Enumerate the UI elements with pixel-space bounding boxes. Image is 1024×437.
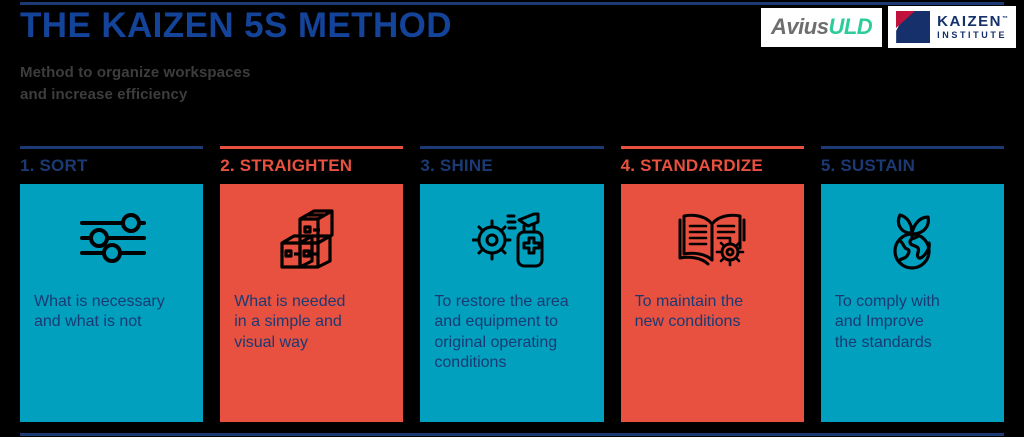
column-standardize: 4. STANDARDIZE: [620, 146, 804, 422]
card-sort: What is necessary and what is not: [20, 184, 204, 422]
subtitle-line-2: and increase efficiency: [20, 85, 188, 103]
card-text-line: conditions: [434, 354, 507, 372]
column-rule: [20, 146, 204, 149]
card-text-straighten: What is needed in a simple and visual wa…: [220, 292, 403, 353]
aviusuld-logo: AviusULD: [761, 7, 883, 47]
aviusuld-wordmark: AviusULD: [771, 13, 873, 39]
page-subtitle: Method to organize workspaces and increa…: [20, 62, 250, 106]
card-text-line: To maintain the: [634, 293, 744, 310]
aviusuld-avius-text: Avius: [771, 13, 829, 39]
card-straighten: What is needed in a simple and visual wa…: [220, 184, 404, 422]
kaizen-institute-text: INSTITUTE: [937, 30, 1008, 40]
card-text-line: new conditions: [634, 313, 741, 331]
card-text-line: and equipment to: [434, 313, 559, 331]
column-label-standardize: 4. STANDARDIZE: [620, 156, 763, 175]
card-text-line: visual way: [234, 333, 309, 351]
column-label-sustain: 5. SUSTAIN: [820, 156, 916, 175]
card-text-sustain: To comply with and Improve the standards: [821, 292, 1004, 353]
column-rule: [420, 146, 604, 149]
column-label-shine: 3. SHINE: [420, 156, 493, 175]
card-text-line: in a simple and: [234, 313, 342, 331]
card-sustain: To comply with and Improve the standards: [820, 184, 1005, 422]
card-text-line: original operating: [434, 333, 558, 351]
kaizen-institute-logo: KAIZEN™ INSTITUTE: [888, 6, 1016, 48]
column-rule: [820, 146, 1005, 149]
column-label-straighten: 2. STRAIGHTEN: [220, 156, 353, 175]
card-text-line: What is needed: [234, 293, 346, 310]
sliders-icon: [20, 184, 203, 292]
kaizen-name-text: KAIZEN™: [937, 13, 1008, 30]
card-text-line: To comply with: [834, 293, 940, 310]
bottom-divider-rule: [20, 433, 1004, 436]
card-text-line: and Improve: [834, 313, 924, 331]
card-text-sort: What is necessary and what is not: [20, 292, 203, 333]
book-gear-icon: [621, 184, 804, 292]
card-standardize: To maintain the new conditions: [620, 184, 804, 422]
kaizen-wordmark: KAIZEN™ INSTITUTE: [937, 14, 1008, 40]
card-text-line: and what is not: [34, 313, 142, 331]
column-straighten: 2. STRAIGHTEN: [220, 146, 404, 422]
page-title: THE KAIZEN 5S METHOD: [20, 6, 452, 45]
kaizen-mark-icon: [896, 11, 931, 43]
column-shine: 3. SHINE: [420, 146, 604, 422]
logo-group: AviusULD KAIZEN™ INSTITUTE: [761, 4, 1016, 50]
five-s-columns: 1. SORT What is necessary and what is no…: [20, 146, 1005, 422]
stacked-boxes-icon: [220, 184, 403, 292]
column-rule: [620, 146, 804, 149]
column-sort: 1. SORT What is necessary and what is no…: [20, 146, 204, 422]
globe-sprout-icon: [821, 184, 1004, 292]
card-text-line: What is necessary: [34, 293, 165, 310]
column-sustain: 5. SUSTAIN To comply with: [820, 146, 1005, 422]
card-text-shine: To restore the area and equipment to ori…: [420, 292, 603, 374]
top-divider-rule: [20, 2, 1004, 5]
column-label-sort: 1. SORT: [20, 156, 88, 175]
card-text-line: To restore the area: [434, 293, 569, 310]
column-rule: [220, 146, 404, 149]
spray-bottle-germ-icon: [420, 184, 603, 292]
kaizen-trademark-text: ™: [1002, 16, 1008, 22]
card-shine: To restore the area and equipment to ori…: [420, 184, 604, 422]
aviusuld-uld-text: ULD: [828, 13, 873, 39]
subtitle-line-1: Method to organize workspaces: [20, 64, 251, 81]
card-text-standardize: To maintain the new conditions: [621, 292, 804, 333]
card-text-line: the standards: [834, 333, 932, 351]
